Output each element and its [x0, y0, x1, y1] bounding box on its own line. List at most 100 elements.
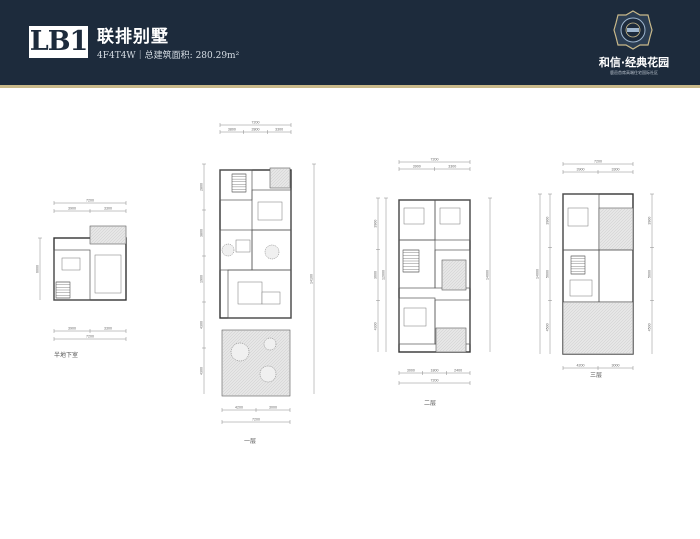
hatch-line — [107, 225, 127, 245]
hatch-line — [441, 259, 464, 282]
dimension-label: 3900 — [374, 220, 378, 228]
hatch-line — [598, 207, 606, 215]
furniture — [439, 207, 461, 225]
hatch-line — [288, 186, 291, 189]
hatch-line — [435, 327, 455, 347]
hatch-line — [453, 339, 467, 353]
room-wall — [434, 199, 471, 241]
hatch-line — [598, 207, 630, 239]
hatch-line — [598, 207, 612, 221]
hatch-line — [263, 369, 291, 397]
hatch-line — [113, 231, 127, 245]
hatch-line — [585, 306, 634, 355]
dimension-label: 7200 — [252, 418, 260, 422]
unit-code-badge: LB1 — [29, 26, 88, 58]
plan-label-floor-1: 一层 — [244, 438, 257, 445]
dimension-label: 12000 — [382, 270, 386, 280]
hatch-line — [287, 393, 291, 397]
hatch-line — [562, 301, 567, 306]
garden-tree — [263, 337, 277, 351]
hatch-line — [613, 230, 634, 251]
furniture — [403, 207, 425, 225]
hatch-line — [269, 167, 280, 178]
hatch-line — [598, 207, 618, 227]
hatch-line — [224, 330, 291, 397]
hatch-line — [562, 301, 606, 345]
hatch-line — [275, 381, 291, 397]
hatch-line — [435, 327, 443, 335]
hatch-line — [441, 259, 446, 264]
header-accent-line — [0, 85, 700, 88]
hatch-line — [562, 301, 573, 312]
hatch-line — [221, 329, 250, 358]
hatch-line — [92, 225, 112, 245]
stair — [55, 281, 71, 299]
hatch-line — [435, 327, 461, 353]
furniture — [94, 254, 122, 294]
brand-tagline: 鹿邑首席高端住宅国际社区 — [610, 70, 658, 75]
furniture — [257, 201, 283, 221]
hatch-line — [221, 329, 232, 340]
hatch-line — [588, 309, 634, 355]
garden-tree — [230, 342, 250, 362]
hatch-line — [441, 259, 458, 276]
hatch-line — [615, 336, 634, 355]
hatch-line — [98, 225, 118, 245]
dimension-label: 7200 — [431, 379, 439, 383]
dimension-label: 3300 — [104, 327, 112, 331]
hatch-line — [221, 329, 241, 349]
hatched-area — [562, 301, 634, 355]
hatch-line — [576, 301, 630, 355]
hatch-line — [441, 265, 467, 291]
dimension-label: 4200 — [235, 406, 243, 410]
hatch-line — [625, 242, 634, 251]
hatch-line — [562, 301, 600, 339]
hatch-line — [562, 301, 582, 321]
hatch-line — [447, 333, 467, 353]
hatch-line — [89, 225, 103, 239]
hatched-area — [598, 207, 634, 251]
hatch-line — [621, 342, 634, 355]
hatch-line — [285, 183, 291, 189]
hatch-line — [89, 225, 94, 230]
hatch-line — [272, 378, 291, 397]
hatch-line — [562, 301, 612, 351]
hatch-line — [221, 329, 235, 343]
stair — [231, 173, 247, 193]
dimension-label: 3300 — [275, 128, 283, 132]
hatch-line — [441, 327, 467, 353]
hatch-line — [281, 387, 291, 397]
plan-label-floor-2: 二层 — [424, 400, 437, 407]
dimension-label: 7200 — [86, 335, 94, 339]
header-bar — [0, 0, 700, 85]
hatch-line — [459, 283, 467, 291]
hatch-line — [116, 234, 127, 245]
dimension-label: 4300 — [200, 367, 204, 375]
dimension-label: 3300 — [448, 165, 456, 169]
furniture — [567, 207, 589, 227]
hatch-line — [269, 167, 283, 181]
hatch-line — [441, 259, 452, 270]
hatch-line — [627, 348, 634, 355]
hatch-line — [438, 327, 464, 353]
hatch-line — [622, 239, 634, 251]
hatch-line — [601, 218, 634, 251]
garden-tree — [259, 365, 277, 383]
furniture — [235, 239, 251, 253]
dimension-label: 1800 — [431, 369, 439, 373]
dimension-label: 14100 — [310, 274, 314, 284]
hatch-line — [562, 301, 591, 330]
furniture — [569, 279, 593, 297]
hatch-line — [435, 327, 446, 338]
hatch-line — [450, 336, 467, 353]
hatch-line — [260, 366, 291, 397]
hatch-line — [598, 207, 609, 218]
plan-label-basement: 半地下室 — [54, 352, 79, 359]
stair — [570, 255, 586, 275]
dimension-label: 3000 — [269, 406, 277, 410]
garden-tree — [264, 244, 280, 260]
